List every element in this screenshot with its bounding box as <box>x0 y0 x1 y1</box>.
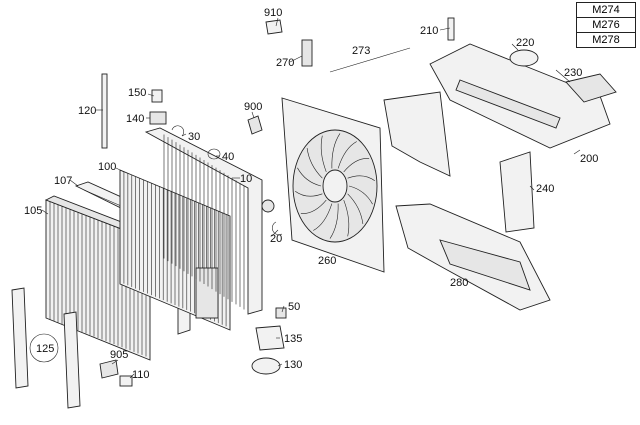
callout-200: 200 <box>580 153 598 165</box>
callout-900: 900 <box>244 101 262 113</box>
clip-150[interactable] <box>151 89 163 103</box>
callout-270: 270 <box>276 57 294 69</box>
fan-blade <box>337 141 357 169</box>
bracket-right[interactable] <box>63 311 81 409</box>
callout-30: 30 <box>188 131 200 143</box>
callout-circle-125 <box>29 333 59 363</box>
callout-210: 210 <box>420 25 438 37</box>
callout-50: 50 <box>288 301 300 313</box>
connector-135[interactable] <box>255 325 285 351</box>
cap-130[interactable] <box>251 357 281 375</box>
fan-blade <box>343 158 370 173</box>
engine-variant-table: M274 M276 M278 <box>576 2 636 48</box>
callout-labels: 910 210 273 270 220 230 200 150 140 120 … <box>24 7 598 381</box>
cover-200[interactable] <box>429 43 611 149</box>
fan-blade <box>331 133 341 169</box>
callout-905: 905 <box>110 349 128 361</box>
air-guide-240[interactable] <box>499 151 535 233</box>
fan-blade <box>320 135 327 173</box>
fan-blade <box>297 167 322 187</box>
fan-blade <box>347 193 364 225</box>
sensor-270[interactable] <box>301 39 313 67</box>
callout-135: 135 <box>284 333 302 345</box>
callout-280: 280 <box>450 277 468 289</box>
callout-100: 100 <box>98 161 116 173</box>
fan-shroud-260[interactable] <box>281 97 385 273</box>
fan-blade <box>313 203 333 231</box>
rod-120[interactable] <box>101 73 108 149</box>
bracket-left[interactable] <box>11 287 29 389</box>
callout-240: 240 <box>536 183 554 195</box>
foam-900[interactable] <box>247 115 263 135</box>
fan-blade <box>348 185 373 205</box>
radiator-10[interactable] <box>144 127 275 315</box>
part-230[interactable] <box>565 73 617 103</box>
callout-150: 150 <box>128 87 146 99</box>
fan-blade <box>306 147 323 179</box>
clamp-30[interactable] <box>171 125 184 137</box>
part-220[interactable] <box>509 49 539 67</box>
callout-220: 220 <box>516 37 534 49</box>
ring-40[interactable] <box>207 148 221 160</box>
fan-blade <box>343 199 350 237</box>
fan-blade <box>295 190 323 197</box>
seal-50[interactable] <box>275 307 287 319</box>
callout-260: 260 <box>318 255 336 267</box>
callout-910: 910 <box>264 7 282 19</box>
clamp-20[interactable] <box>272 221 283 235</box>
callout-40: 40 <box>222 151 234 163</box>
fan-blade <box>300 199 327 214</box>
callout-107: 107 <box>54 175 72 187</box>
engine-variant-1: M274 <box>576 2 636 18</box>
callout-20: 20 <box>270 233 282 245</box>
callout-125: 125 <box>36 343 54 355</box>
fitting-110[interactable] <box>119 375 133 387</box>
callout-120: 120 <box>78 105 96 117</box>
cable-273[interactable] <box>329 47 411 73</box>
callout-105: 105 <box>24 205 42 217</box>
callout-130: 130 <box>284 359 302 371</box>
screw-210[interactable] <box>447 17 455 41</box>
callout-110: 110 <box>132 369 150 381</box>
bracket-140[interactable] <box>149 111 167 125</box>
leader-lines <box>41 17 581 379</box>
callout-10: 10 <box>240 173 252 185</box>
air-guide-left[interactable] <box>383 91 451 177</box>
tag-910[interactable] <box>265 19 283 35</box>
fan-blade <box>329 203 339 239</box>
foam-905[interactable] <box>99 359 119 379</box>
engine-variant-3: M278 <box>576 32 636 48</box>
lower-duct-280[interactable] <box>395 203 551 311</box>
callout-230: 230 <box>564 67 582 79</box>
radiator-100[interactable] <box>119 169 231 331</box>
callout-273: 273 <box>352 45 370 57</box>
engine-variant-2: M276 <box>576 17 636 33</box>
callout-140: 140 <box>126 113 144 125</box>
fan-blade <box>347 175 375 182</box>
